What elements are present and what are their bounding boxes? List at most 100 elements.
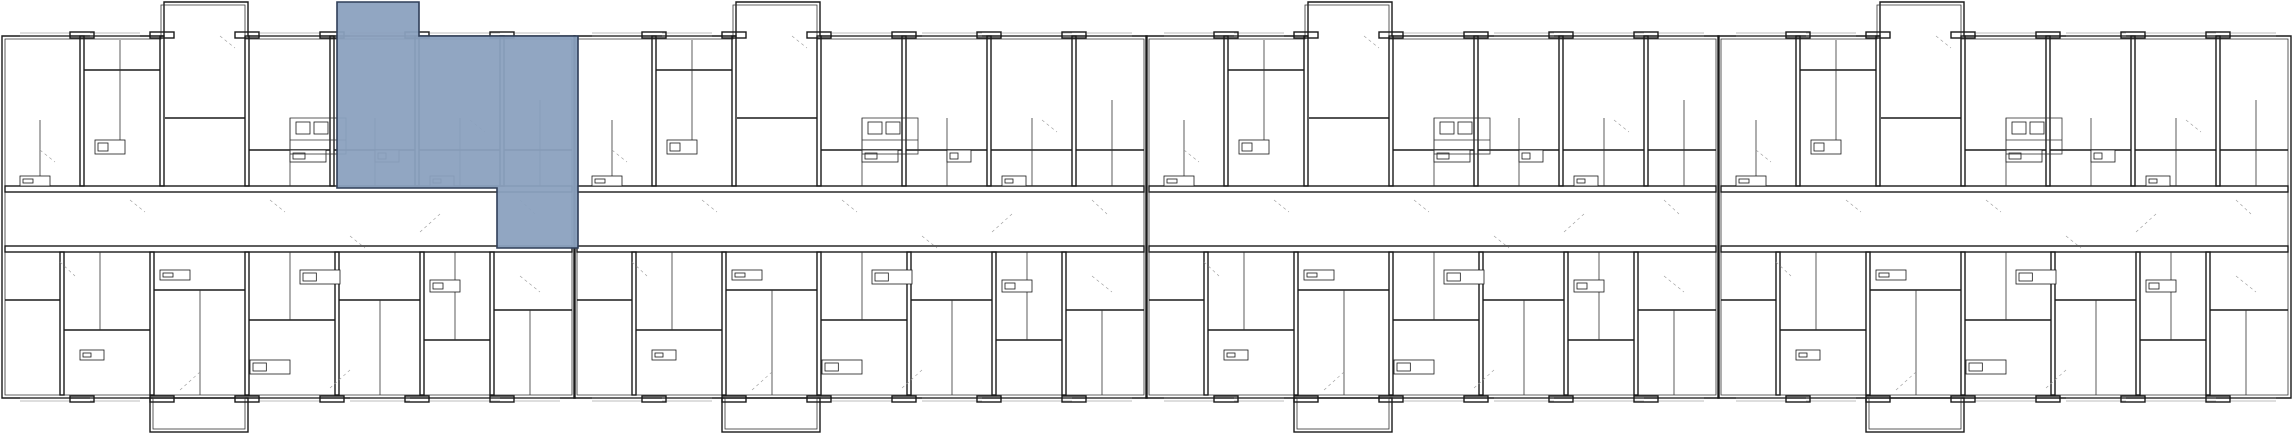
lift-shaft [2011, 121, 2027, 135]
fixture-detail [1813, 142, 1825, 152]
partition-bottom [906, 251, 912, 396]
wall-pillar [1950, 395, 1976, 403]
partition-top [329, 35, 335, 187]
door-swing [1613, 119, 1630, 133]
partition-top [986, 35, 992, 187]
door-swing [1273, 199, 1290, 213]
door-swing [901, 369, 923, 389]
wall-pillar [1463, 31, 1489, 39]
section-inner-wall [1148, 4, 1717, 396]
door-swing [1183, 149, 1200, 163]
fixture-detail [824, 362, 839, 372]
fixture-detail [82, 352, 92, 358]
fixture-detail [654, 352, 664, 358]
wall-pillar [1633, 395, 1659, 403]
door-swing [2235, 275, 2257, 293]
partition-bottom [631, 251, 637, 396]
bathroom-fixture [1303, 269, 1335, 281]
partition-top [159, 35, 165, 187]
partition-bottom [334, 251, 340, 396]
wall-pillar [2035, 31, 2061, 39]
fixture-detail [1878, 272, 1890, 278]
partition-bottom [1960, 251, 1966, 396]
bathroom-fixture [591, 175, 623, 187]
section-inner-wall [576, 4, 1145, 396]
door-swing [2045, 369, 2067, 389]
fixture-detail [1968, 362, 1983, 372]
partition-bottom [1633, 251, 1639, 396]
lift-shaft [1439, 121, 1455, 135]
bathroom-fixture [1223, 349, 1249, 361]
wall-pillar [1213, 395, 1239, 403]
fixture-detail [1226, 352, 1236, 358]
corridor-wall-top [1148, 185, 1717, 193]
partition-bottom [2050, 251, 2056, 396]
wall-pillar [1061, 395, 1087, 403]
partition-top [1875, 35, 1881, 187]
fixture-detail [864, 152, 878, 160]
entrance-projection [1293, 397, 1393, 433]
fixture-detail [1738, 178, 1750, 184]
wall-pillar [1633, 31, 1659, 39]
fixture-detail [2093, 152, 2103, 160]
bathroom-fixture [1001, 175, 1027, 187]
door-swing [1323, 371, 1345, 391]
wall-pillar [149, 395, 175, 403]
stair-block [861, 117, 919, 155]
door-swing [2185, 119, 2202, 133]
fixture-detail [2008, 152, 2022, 160]
wall-pillar [1061, 31, 1087, 39]
door-swing [129, 199, 146, 213]
wall-pillar [2205, 31, 2231, 39]
partition-bottom [419, 251, 425, 396]
partition-top [79, 35, 85, 187]
door-swing [519, 275, 541, 293]
partition-bottom [2205, 251, 2211, 396]
wall-pillar [1865, 31, 1891, 39]
door-swing [991, 213, 1013, 233]
fixture-detail [734, 272, 746, 278]
door-swing [1091, 275, 1113, 293]
partition-top [651, 35, 657, 187]
corridor-wall-bottom [576, 245, 1145, 253]
corridor-wall-bottom [4, 245, 573, 253]
wall-pillar [806, 395, 832, 403]
wall-pillar [1548, 395, 1574, 403]
partition-top [244, 35, 250, 187]
entrance-projection [149, 397, 249, 433]
partition-bottom [2135, 251, 2141, 396]
wall-pillar [2205, 395, 2231, 403]
fixture-detail [874, 272, 889, 282]
partition-bottom [59, 251, 65, 396]
door-swing [329, 369, 351, 389]
lift-shaft [2029, 121, 2045, 135]
wall-pillar [404, 395, 430, 403]
door-swing [2135, 213, 2157, 233]
partition-top [1303, 35, 1309, 187]
entrance-projection-inner [724, 397, 818, 430]
partition-bottom [816, 251, 822, 396]
partition-top [1960, 35, 1966, 187]
door-swing [1775, 261, 1792, 277]
highlighted-apartment[interactable] [336, 1, 579, 249]
fixture-detail [22, 178, 34, 184]
door-swing [1935, 35, 1952, 49]
wall-pillar [721, 395, 747, 403]
wall-pillar [806, 31, 832, 39]
fixture-detail [1446, 272, 1461, 282]
fixture-detail [2018, 272, 2033, 282]
corridor-wall-bottom [1720, 245, 2289, 253]
fixture-detail [292, 152, 306, 160]
partition-top [1643, 35, 1649, 187]
fixture-detail [1004, 178, 1014, 184]
partition-top [1071, 35, 1077, 187]
door-swing [751, 371, 773, 391]
wall-pillar [2120, 395, 2146, 403]
fixture-detail [1798, 352, 1808, 358]
door-swing [1091, 199, 1108, 215]
section-inner-wall [1720, 4, 2289, 396]
lift-shaft [885, 121, 901, 135]
fixture-detail [1436, 152, 1450, 160]
